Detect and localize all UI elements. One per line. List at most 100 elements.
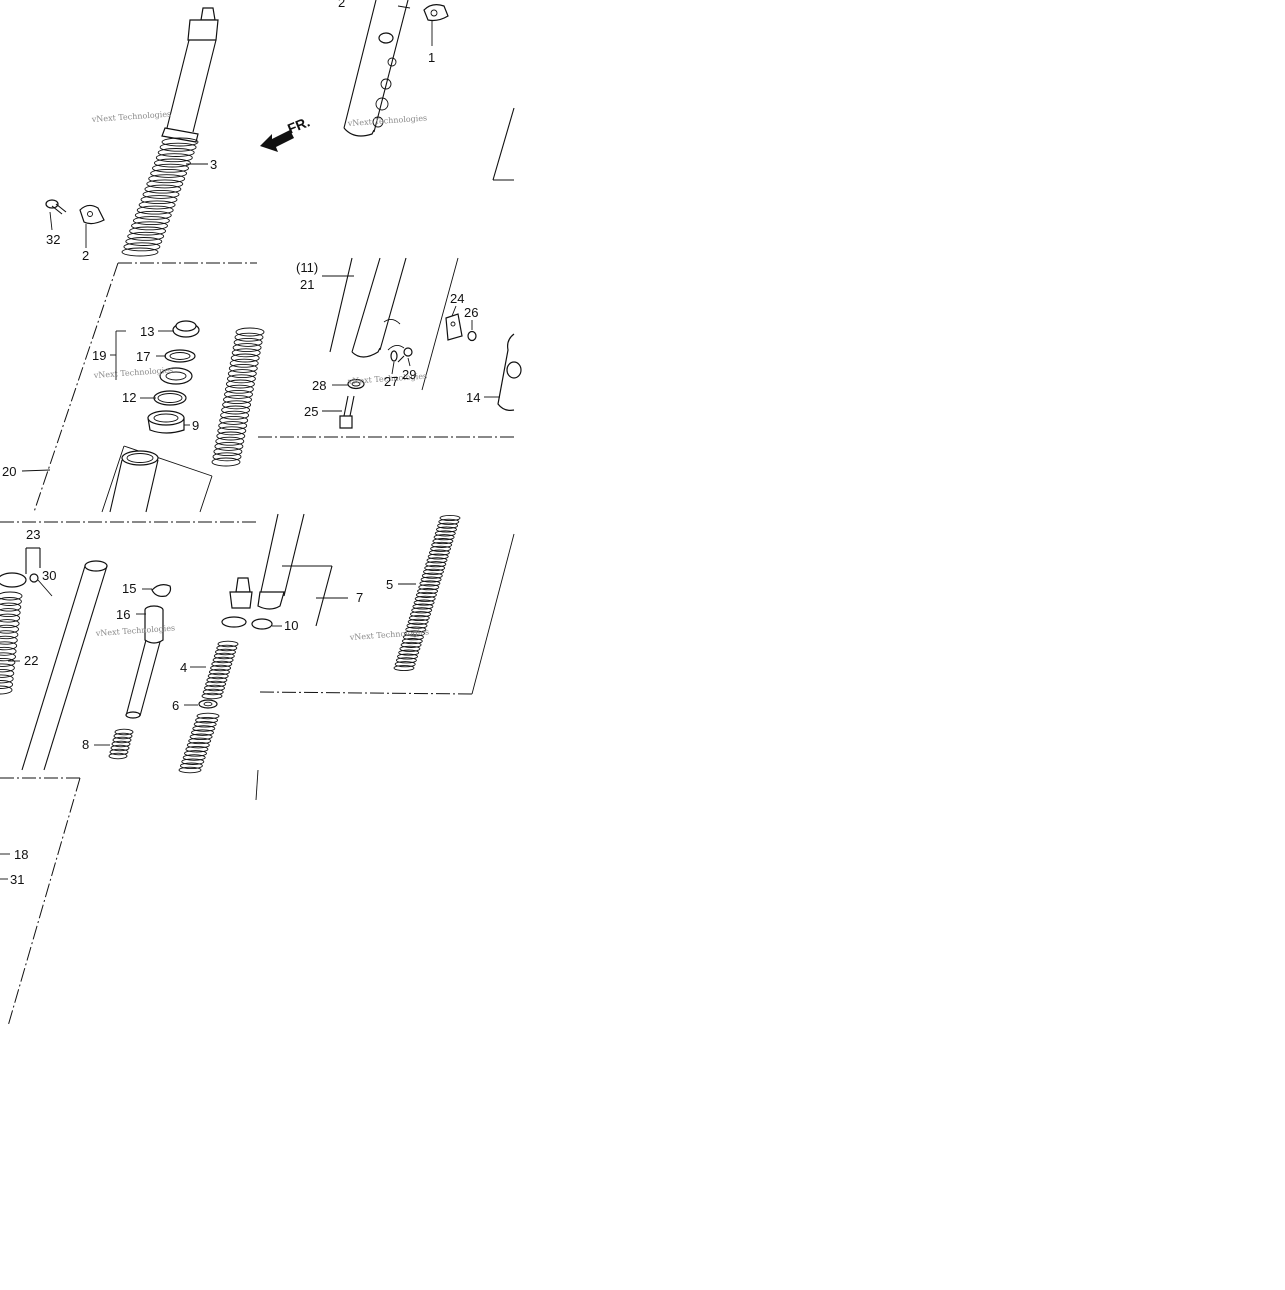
rib xyxy=(407,618,429,625)
rib xyxy=(218,421,248,431)
dust-seal-13 xyxy=(172,320,200,338)
damper-rod-16 xyxy=(125,605,164,719)
bolt-part-32 xyxy=(45,199,67,215)
rib xyxy=(204,684,225,692)
callout-20: 20 xyxy=(2,464,16,479)
rib xyxy=(406,622,428,629)
rib xyxy=(214,441,244,451)
rib xyxy=(213,447,243,457)
callout-6: 6 xyxy=(172,698,179,713)
callout-11: (11) xyxy=(296,260,318,275)
rib xyxy=(0,630,19,640)
dust-boot-middle xyxy=(211,327,265,467)
rib xyxy=(217,640,239,648)
fork-slider-lower xyxy=(329,257,407,358)
callout-29: 29 xyxy=(402,367,416,382)
rib xyxy=(399,645,421,652)
callout-27: 27 xyxy=(384,374,398,389)
bolt-29 xyxy=(397,347,413,363)
callout-23: 23 xyxy=(26,527,40,542)
rib xyxy=(235,327,265,337)
rib xyxy=(233,337,263,347)
rib xyxy=(428,549,450,556)
rib xyxy=(0,674,14,684)
rib xyxy=(427,553,449,560)
rib xyxy=(224,389,253,399)
o-ring-10 xyxy=(251,618,273,630)
seal-panel-frame xyxy=(33,262,257,513)
stopper-ring-15 xyxy=(151,584,172,597)
bracket-24 xyxy=(445,313,463,341)
rib xyxy=(132,216,170,226)
callout-14: 14 xyxy=(466,390,480,405)
rib xyxy=(182,754,206,761)
backup-ring-12 xyxy=(153,390,187,406)
rib xyxy=(212,656,234,664)
rib xyxy=(185,745,209,753)
rib xyxy=(221,405,251,415)
rib xyxy=(232,343,262,353)
rib xyxy=(417,588,439,595)
callout-32: 32 xyxy=(46,232,60,247)
rib xyxy=(231,348,261,358)
fork-spring-5 xyxy=(393,514,461,672)
rib xyxy=(426,557,448,564)
rib xyxy=(402,634,424,641)
callout-labels: 1 2 3 2 4 5 6 7 8 9 10 (11) 12 13 14 15 … xyxy=(2,0,480,887)
rib xyxy=(412,603,434,610)
rib xyxy=(434,530,456,537)
rib xyxy=(153,158,191,168)
rib xyxy=(228,363,258,373)
rib xyxy=(0,663,15,673)
rib xyxy=(420,576,442,583)
clamp-part-1 xyxy=(423,4,449,46)
stopper-ring-17 xyxy=(164,349,196,363)
rib xyxy=(229,358,259,368)
rib xyxy=(114,728,134,736)
rib xyxy=(0,641,18,651)
rib xyxy=(148,174,186,184)
rib xyxy=(0,602,22,612)
rib xyxy=(144,184,182,194)
fork-clamp-23 xyxy=(0,547,53,597)
rib xyxy=(424,564,446,572)
callout-25: 25 xyxy=(304,404,318,419)
rib xyxy=(225,379,255,389)
rib xyxy=(210,664,232,672)
rib xyxy=(0,624,19,634)
rib xyxy=(0,685,13,695)
rib xyxy=(201,692,223,700)
rib xyxy=(212,452,242,462)
callout-21: 21 xyxy=(300,277,314,292)
rib xyxy=(193,721,217,728)
rib xyxy=(398,649,420,656)
dust-boot-ribs xyxy=(161,127,199,143)
rib xyxy=(202,688,224,696)
rib xyxy=(0,613,21,623)
inner-fork-tube xyxy=(21,560,108,771)
callout-24: 24 xyxy=(450,291,464,306)
rib xyxy=(112,736,132,744)
rib xyxy=(439,514,461,522)
slider-top xyxy=(109,450,159,513)
rib xyxy=(432,538,454,545)
callout-28: 28 xyxy=(312,378,326,393)
callout-31: 31 xyxy=(10,872,24,887)
rib xyxy=(0,657,16,667)
rib xyxy=(186,741,210,749)
rib xyxy=(131,221,168,231)
front-direction-arrow xyxy=(260,130,294,152)
rib xyxy=(405,626,427,633)
slider-panel-frame xyxy=(258,257,514,438)
rib xyxy=(394,661,416,668)
fork-spring-lower xyxy=(178,712,220,774)
front-direction-label: FR. xyxy=(285,113,312,136)
rib xyxy=(0,619,20,629)
rib xyxy=(423,568,444,575)
callout-15: 15 xyxy=(122,581,136,596)
rib xyxy=(220,410,250,420)
callout-3: 3 xyxy=(210,157,217,172)
rib xyxy=(206,676,228,684)
rib xyxy=(191,729,214,736)
rib xyxy=(430,545,452,552)
